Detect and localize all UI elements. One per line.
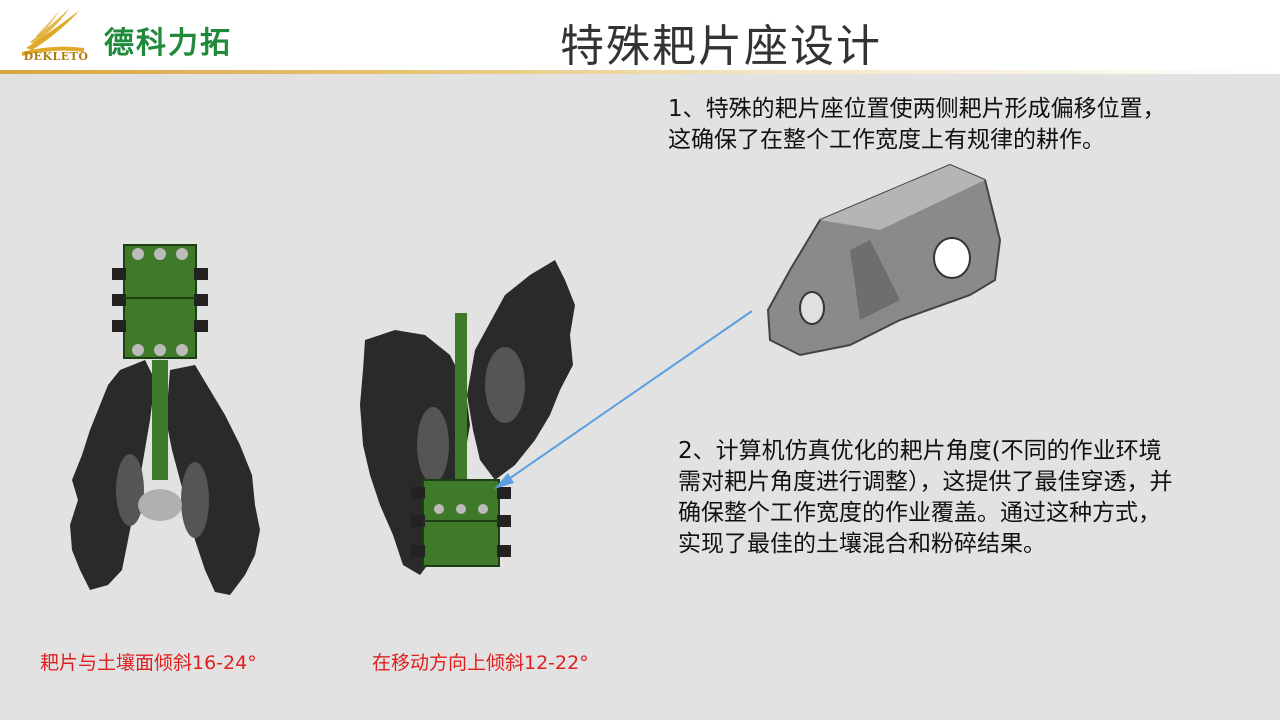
- disc-holder-bracket-part: [766, 163, 1002, 357]
- pointer-arrow: [494, 310, 753, 489]
- hub-bearing: [138, 489, 182, 521]
- shank-bar: [455, 313, 467, 493]
- page-title: 特殊耙片座设计: [560, 21, 882, 72]
- header-divider: [0, 70, 1280, 74]
- point-2-text: 2、计算机仿真优化的耙片角度(不同的作业环境需对耙片角度进行调整），这提供了最佳…: [678, 438, 1173, 557]
- right-disc: [166, 365, 260, 595]
- caption-side-view: 在移动方向上倾斜12-22°: [372, 652, 589, 674]
- back-disc: [467, 260, 575, 480]
- dekleto-logo-icon: [22, 8, 84, 56]
- side-view-disc-assembly: [360, 260, 575, 575]
- header-bar: [0, 0, 1280, 72]
- caption-front-view: 耙片与土壤面倾斜16-24°: [40, 652, 257, 674]
- point-1-text: 1、特殊的耙片座位置使两侧耙片形成偏移位置，这确保了在整个工作宽度上有规律的耕作…: [668, 96, 1166, 153]
- shank-bar: [152, 360, 168, 480]
- brand-latin-name: DEKLETO: [23, 50, 89, 63]
- mounting-bracket: [112, 244, 208, 359]
- brand-chinese-name: 德科力拓: [104, 26, 232, 61]
- mounting-bracket: [411, 479, 511, 567]
- left-disc: [70, 360, 155, 590]
- front-view-disc-assembly: [70, 244, 260, 595]
